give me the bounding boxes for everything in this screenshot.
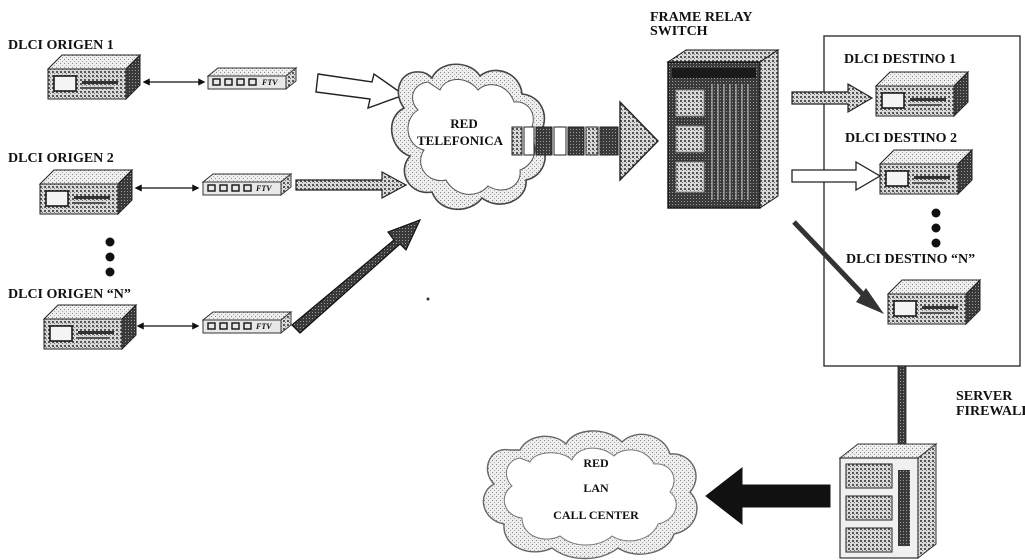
modem-label-2: FTV	[255, 184, 272, 193]
stray-dot	[427, 298, 430, 301]
router-destino-n	[888, 280, 980, 324]
router-destino-2	[880, 150, 972, 194]
arrow-server-to-lan	[706, 468, 830, 524]
label-server-line2: FIREWALL	[956, 405, 1025, 420]
label-destino-1: DLCI DESTINO 1	[844, 53, 956, 68]
modem-origin-1: FTV	[208, 68, 296, 89]
arrow-origin-2-to-cloud	[296, 172, 406, 198]
modem-label-n: FTV	[255, 322, 272, 331]
label-origen-2: DLCI ORIGEN 2	[8, 152, 114, 167]
router-origin-2	[40, 170, 132, 214]
modem-label-1: FTV	[261, 78, 278, 87]
red-lan-line2: LAN	[583, 481, 609, 495]
label-destino-n: DLCI DESTINO “N”	[846, 253, 975, 268]
frame-relay-switch	[668, 50, 778, 208]
router-destino-1	[876, 72, 968, 116]
arrow-origin-n-to-cloud	[292, 220, 420, 333]
label-destino-2: DLCI DESTINO 2	[845, 132, 957, 147]
red-lan-line1: RED	[583, 456, 609, 470]
router-origin-1	[48, 55, 140, 99]
router-origin-n	[44, 305, 136, 349]
label-frame-relay-line2: SWITCH	[650, 25, 708, 40]
modem-origin-2: FTV	[203, 174, 291, 195]
arrow-origin-1-to-cloud	[316, 74, 404, 108]
modem-origin-n: FTV	[203, 312, 291, 333]
label-server-line1: SERVER	[956, 390, 1012, 405]
server-firewall	[840, 444, 936, 558]
red-telefonica-line1: RED	[450, 116, 477, 131]
ellipsis-dots-origin	[106, 238, 115, 277]
red-lan-line3: CALL CENTER	[553, 508, 639, 522]
label-origen-1: DLCI ORIGEN 1	[8, 39, 114, 54]
arrow-switch-to-dest-1	[792, 84, 872, 112]
ellipsis-dots-destino	[932, 209, 941, 248]
link-box-to-server	[898, 366, 906, 450]
red-telefonica-line2: TELEFONICA	[417, 133, 504, 148]
arrow-switch-to-dest-2	[792, 162, 880, 190]
label-origen-n: DLCI ORIGEN “N”	[8, 288, 131, 303]
